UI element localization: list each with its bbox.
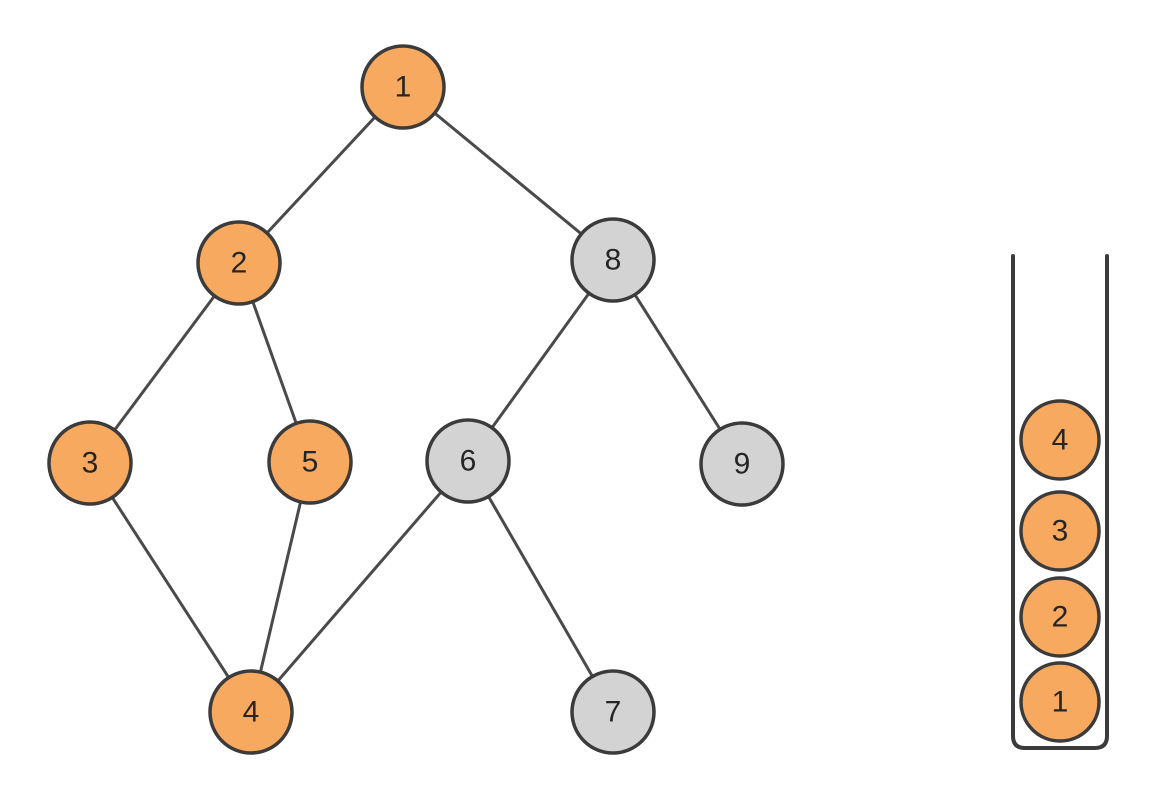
graph-node-5: 5 <box>267 419 353 505</box>
stack-container <box>1011 254 1109 750</box>
graph-node-circle-1 <box>360 44 446 130</box>
graph-node-label-5: 5 <box>302 446 319 479</box>
graph-node-8: 8 <box>570 217 656 303</box>
edge-6-4 <box>249 459 470 714</box>
edge-1-8 <box>401 85 615 262</box>
graph-node-circle-4 <box>208 669 294 755</box>
stack-item-1: 1 <box>1019 661 1101 743</box>
graph-node-4: 4 <box>208 669 294 755</box>
graph-node-circle-2 <box>196 220 282 306</box>
graph-nodes: 1 2 8 3 5 6 9 4 7 <box>47 44 785 755</box>
graph-node-2: 2 <box>196 220 282 306</box>
graph-node-1: 1 <box>360 44 446 130</box>
stack-item-label-1: 1 <box>1052 686 1069 719</box>
graph-node-3: 3 <box>47 420 133 506</box>
edge-3-4 <box>88 461 253 714</box>
graph-edges <box>88 85 744 714</box>
graph-node-circle-7 <box>570 669 656 755</box>
graph-node-label-2: 2 <box>231 247 248 280</box>
stack-item-circle-2 <box>1019 576 1101 658</box>
stack-item-circle-1 <box>1019 661 1101 743</box>
graph-node-label-6: 6 <box>460 445 477 478</box>
stack-outline <box>1011 254 1109 750</box>
graph-node-label-9: 9 <box>734 448 751 481</box>
graph-node-label-3: 3 <box>82 447 99 480</box>
graph-node-label-1: 1 <box>395 71 412 104</box>
graph-node-circle-9 <box>699 421 785 507</box>
edge-6-7 <box>466 459 615 714</box>
graph-node-label-7: 7 <box>605 696 622 729</box>
stack-item-circle-4 <box>1019 399 1101 481</box>
graph-node-circle-8 <box>570 217 656 303</box>
edge-5-4 <box>249 460 312 714</box>
graph-node-7: 7 <box>570 669 656 755</box>
stack-item-2: 2 <box>1019 576 1101 658</box>
graph-node-label-8: 8 <box>605 244 622 277</box>
graph-node-circle-5 <box>267 419 353 505</box>
graph-node-circle-6 <box>425 418 511 504</box>
stack-item-label-3: 3 <box>1052 515 1069 548</box>
stack-item-3: 3 <box>1019 490 1101 572</box>
stack-item-4: 4 <box>1019 399 1101 481</box>
graph-node-9: 9 <box>699 421 785 507</box>
graph-node-label-4: 4 <box>243 696 260 729</box>
graph-node-circle-3 <box>47 420 133 506</box>
graph-node-6: 6 <box>425 418 511 504</box>
stack-item-label-2: 2 <box>1052 601 1069 634</box>
stack-item-circle-3 <box>1019 490 1101 572</box>
stack-item-label-4: 4 <box>1052 424 1069 457</box>
stack-items: 4 3 2 1 <box>1019 399 1101 743</box>
